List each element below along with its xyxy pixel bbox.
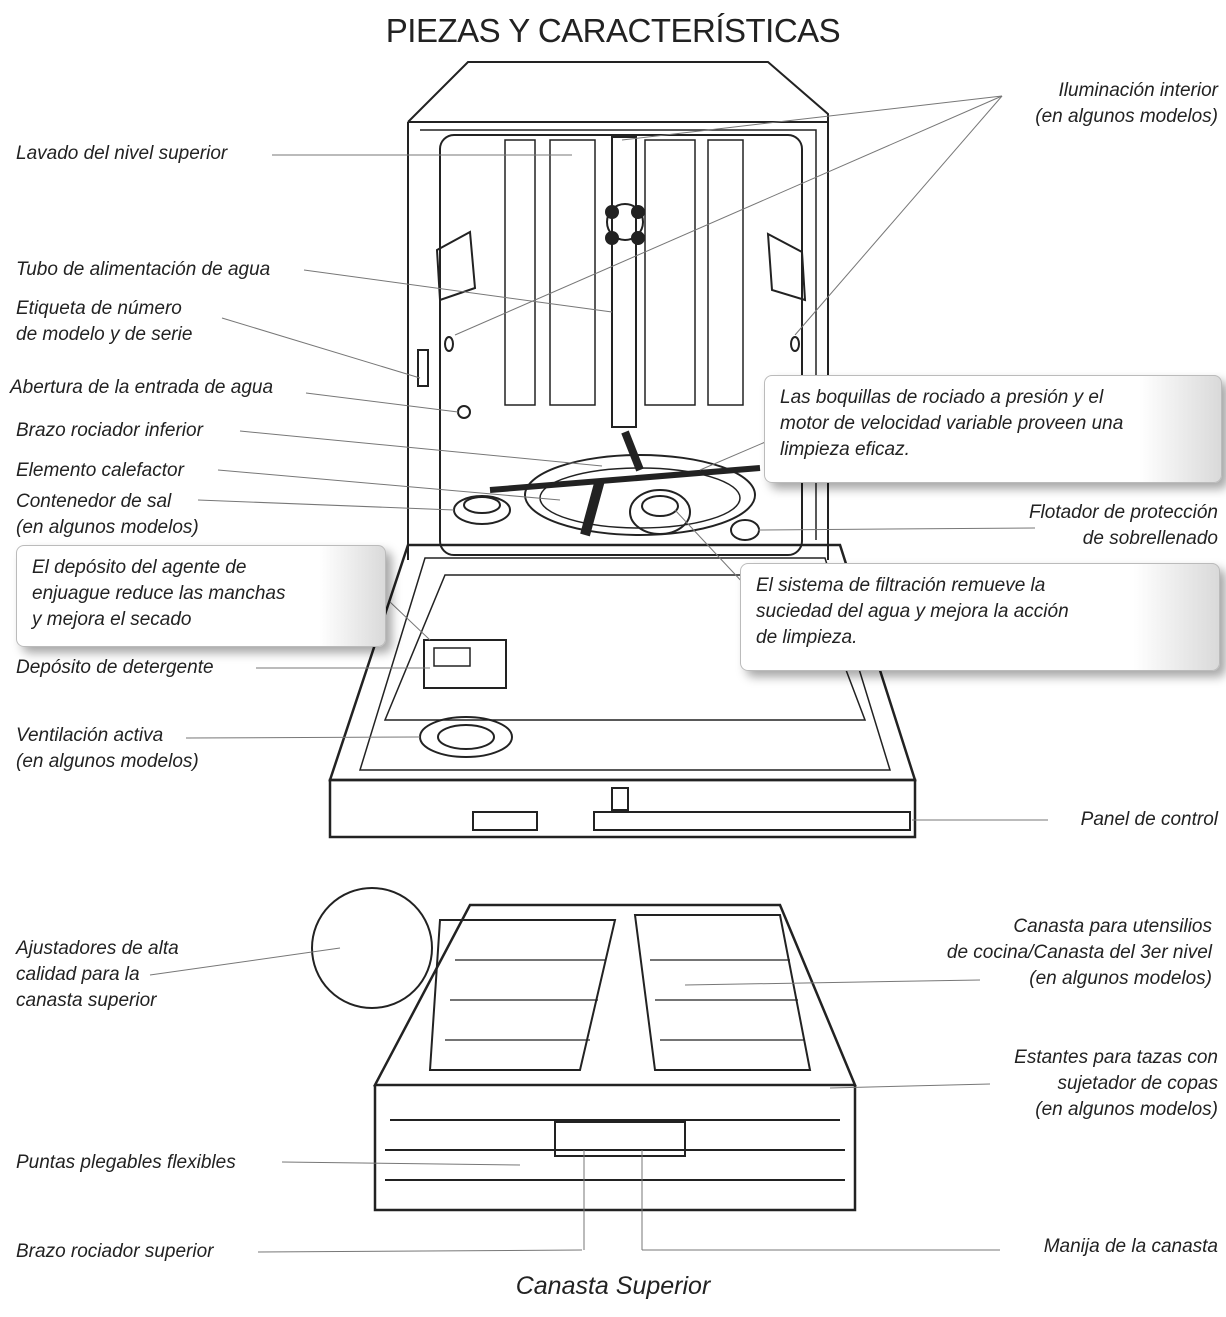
label-canasta-utensilios: Canasta para utensilios de cocina/Canast…	[946, 916, 1212, 989]
label-flotador-proteccion: Flotador de protección de sobrellenado	[1028, 502, 1218, 549]
label-lavado-nivel-superior: Lavado del nivel superior	[16, 143, 228, 164]
rack-adjuster-zoom	[311, 887, 433, 1009]
page-title: PIEZAS Y CARACTERÍSTICAS	[385, 12, 841, 49]
label-etiqueta-modelo: Etiqueta de número de modelo y de serie	[16, 298, 193, 345]
label-tubo-alimentacion: Tubo de alimentación de agua	[16, 259, 271, 280]
callout-filtracion: El sistema de filtración remueve la suci…	[740, 563, 1220, 671]
callout-boquillas: Las boquillas de rociado a presión y el …	[764, 375, 1222, 483]
label-iluminacion-interior: Iluminación interior (en algunos modelos…	[1035, 80, 1218, 127]
control-panel	[593, 811, 911, 831]
label-brazo-rociador-inferior: Brazo rociador inferior	[16, 420, 203, 441]
active-vent	[419, 716, 513, 758]
label-manija-canasta: Manija de la canasta	[1043, 1236, 1218, 1257]
label-abertura-entrada-agua: Abertura de la entrada de agua	[10, 377, 274, 398]
label-panel-control: Panel de control	[1080, 809, 1218, 830]
label-contenedor-sal: Contenedor de sal (en algunos modelos)	[16, 491, 199, 538]
label-ajustadores: Ajustadores de alta calidad para la cana…	[16, 938, 179, 1011]
callout-enjuague: El depósito del agente de enjuague reduc…	[16, 545, 386, 647]
label-elemento-calefactor: Elemento calefactor	[16, 460, 184, 481]
label-puntas-plegables: Puntas plegables flexibles	[16, 1152, 236, 1173]
lower-spray-arm	[489, 465, 761, 493]
tub-frame	[439, 134, 803, 556]
water-feed-tube	[611, 136, 637, 428]
label-deposito-detergente: Depósito de detergente	[16, 657, 214, 678]
caption-canasta-superior: Canasta Superior	[515, 1272, 711, 1300]
label-brazo-rociador-superior: Brazo rociador superior	[16, 1241, 214, 1262]
label-ventilacion-activa: Ventilación activa (en algunos modelos)	[16, 725, 199, 772]
detergent-dispenser	[423, 639, 507, 689]
label-estantes-tazas: Estantes para tazas con sujetador de cop…	[1014, 1047, 1218, 1120]
